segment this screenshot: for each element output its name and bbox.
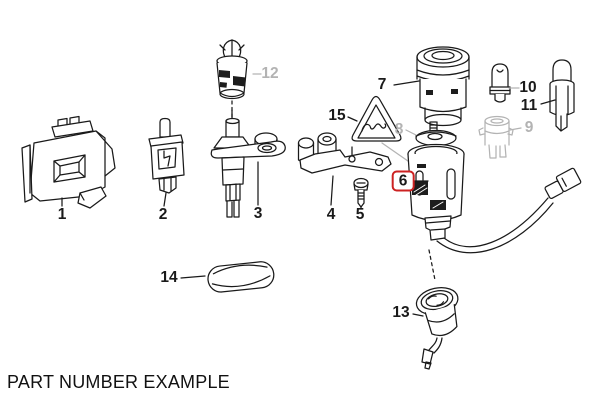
part-label-13[interactable]: 13 (392, 304, 410, 321)
part-14-drawing (207, 261, 275, 293)
part-label-9[interactable]: 9 (524, 119, 534, 136)
assembly-dashed-lines (231, 100, 436, 281)
footer-caption: PART NUMBER EXAMPLE (7, 372, 230, 392)
part-7-drawing (416, 46, 470, 127)
part-label-7[interactable]: 7 (377, 76, 387, 93)
warning-triangle-icon (351, 95, 402, 142)
part-label-11[interactable]: 11 (520, 97, 538, 114)
part-label-10[interactable]: 10 (519, 79, 537, 96)
part-6-drawing (407, 143, 582, 254)
part-1-drawing (21, 115, 116, 209)
part-label-1[interactable]: 1 (57, 206, 67, 223)
part-12-drawing (216, 39, 248, 100)
part-3-drawing (210, 109, 286, 218)
part-4-drawing (297, 132, 392, 174)
part-5-drawing (353, 177, 369, 208)
part-10-drawing (489, 63, 511, 103)
part-11-drawing (549, 59, 575, 132)
leader-lines (61, 80, 556, 317)
part-2-drawing (148, 117, 185, 194)
part-label-12[interactable]: 12 (261, 65, 279, 82)
part-label-8[interactable]: 8 (394, 121, 404, 138)
part-label-15[interactable]: 15 (328, 107, 346, 124)
part-label-2[interactable]: 2 (158, 206, 168, 223)
part-label-4[interactable]: 4 (326, 206, 336, 223)
muted-leader-lines (252, 73, 522, 136)
part-label-14[interactable]: 14 (160, 269, 178, 286)
part-label-6-highlighted[interactable]: 6 (391, 170, 415, 192)
part-label-5[interactable]: 5 (355, 206, 365, 223)
part-13-drawing (415, 287, 459, 370)
part-9-drawing (478, 115, 514, 159)
part-label-3[interactable]: 3 (253, 205, 263, 222)
